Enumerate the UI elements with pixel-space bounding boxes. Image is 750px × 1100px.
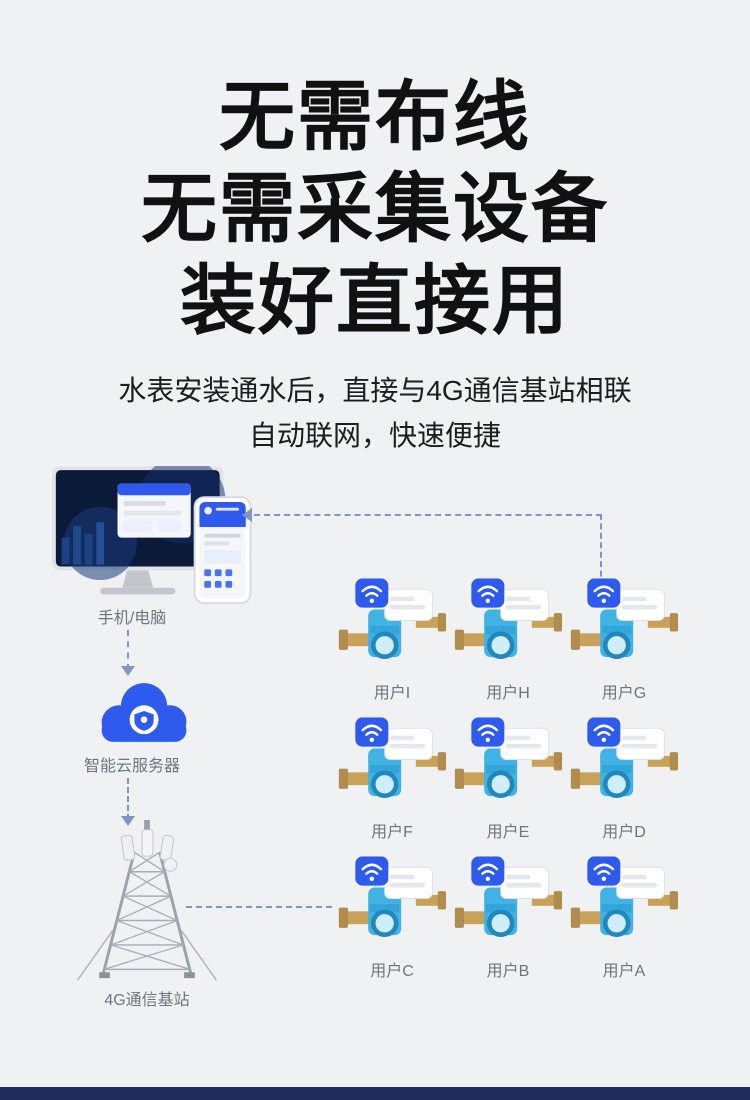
tower-illustration	[72, 818, 222, 984]
water-meter-grid: 用户I 用户H 用户G 用户F 用户E 用户D 用户C 用户B	[334, 578, 682, 995]
subtitle-line-2: 自动联网，快速便捷	[248, 420, 501, 451]
meter-cell: 用户H	[450, 578, 566, 717]
meter-cell: 用户G	[566, 578, 682, 717]
cloud-label: 智能云服务器	[83, 758, 180, 775]
user-label: 用户B	[486, 963, 530, 980]
water-meter-icon	[569, 717, 679, 813]
water-meter-icon	[453, 856, 563, 952]
water-meter-icon	[337, 717, 447, 813]
connector-monitor-to-cloud	[127, 630, 129, 670]
meter-cell: 用户E	[450, 717, 566, 856]
meter-cell: 用户I	[334, 578, 450, 717]
4g-tower-icon	[77, 819, 217, 981]
subtitle-line-1: 水表安装通水后，直接与4G通信基站相联	[118, 375, 632, 406]
headline-line-2: 无需采集设备	[141, 167, 609, 252]
meter-cell: 用户B	[450, 856, 566, 995]
water-meter-icon	[569, 578, 679, 674]
computer-phone-icon	[52, 456, 252, 605]
connector-monitor-to-meters-horizontal	[254, 514, 602, 516]
headline: 无需布线 无需采集设备 装好直接用	[0, 72, 750, 348]
meter-cell: 用户A	[566, 856, 682, 995]
user-label: 用户G	[601, 685, 647, 702]
water-meter-icon	[569, 856, 679, 952]
meter-cell: 用户D	[566, 717, 682, 856]
meter-cell: 用户F	[334, 717, 450, 856]
connector-tower-to-meters	[186, 906, 332, 908]
user-label: 用户F	[371, 824, 413, 841]
user-label: 用户D	[602, 824, 646, 841]
user-label: 用户C	[370, 963, 414, 980]
water-meter-icon	[337, 578, 447, 674]
water-meter-icon	[453, 717, 563, 813]
arrow-left-icon	[242, 508, 252, 522]
user-label: 用户E	[486, 824, 530, 841]
meter-cell: 用户C	[334, 856, 450, 995]
arrow-down-icon	[121, 816, 135, 826]
devices-label: 手机/电脑	[97, 610, 167, 627]
user-label: 用户I	[373, 685, 411, 702]
connector-monitor-to-meters-vertical	[600, 514, 602, 586]
arrow-down-icon	[121, 666, 135, 676]
bottom-bar	[0, 1087, 750, 1100]
cloud-server-illustration	[92, 674, 198, 750]
computer-phone-illustration	[52, 456, 264, 616]
user-label: 用户H	[486, 685, 530, 702]
headline-line-3: 装好直接用	[180, 259, 570, 344]
tower-label: 4G通信基站	[104, 992, 190, 1009]
subtitle: 水表安装通水后，直接与4G通信基站相联 自动联网，快速便捷	[0, 368, 750, 458]
headline-line-1: 无需布线	[219, 75, 531, 160]
user-label: 用户A	[602, 963, 646, 980]
connector-cloud-to-tower	[127, 778, 129, 820]
cloud-server-icon	[101, 683, 187, 742]
water-meter-icon	[337, 856, 447, 952]
water-meter-icon	[453, 578, 563, 674]
